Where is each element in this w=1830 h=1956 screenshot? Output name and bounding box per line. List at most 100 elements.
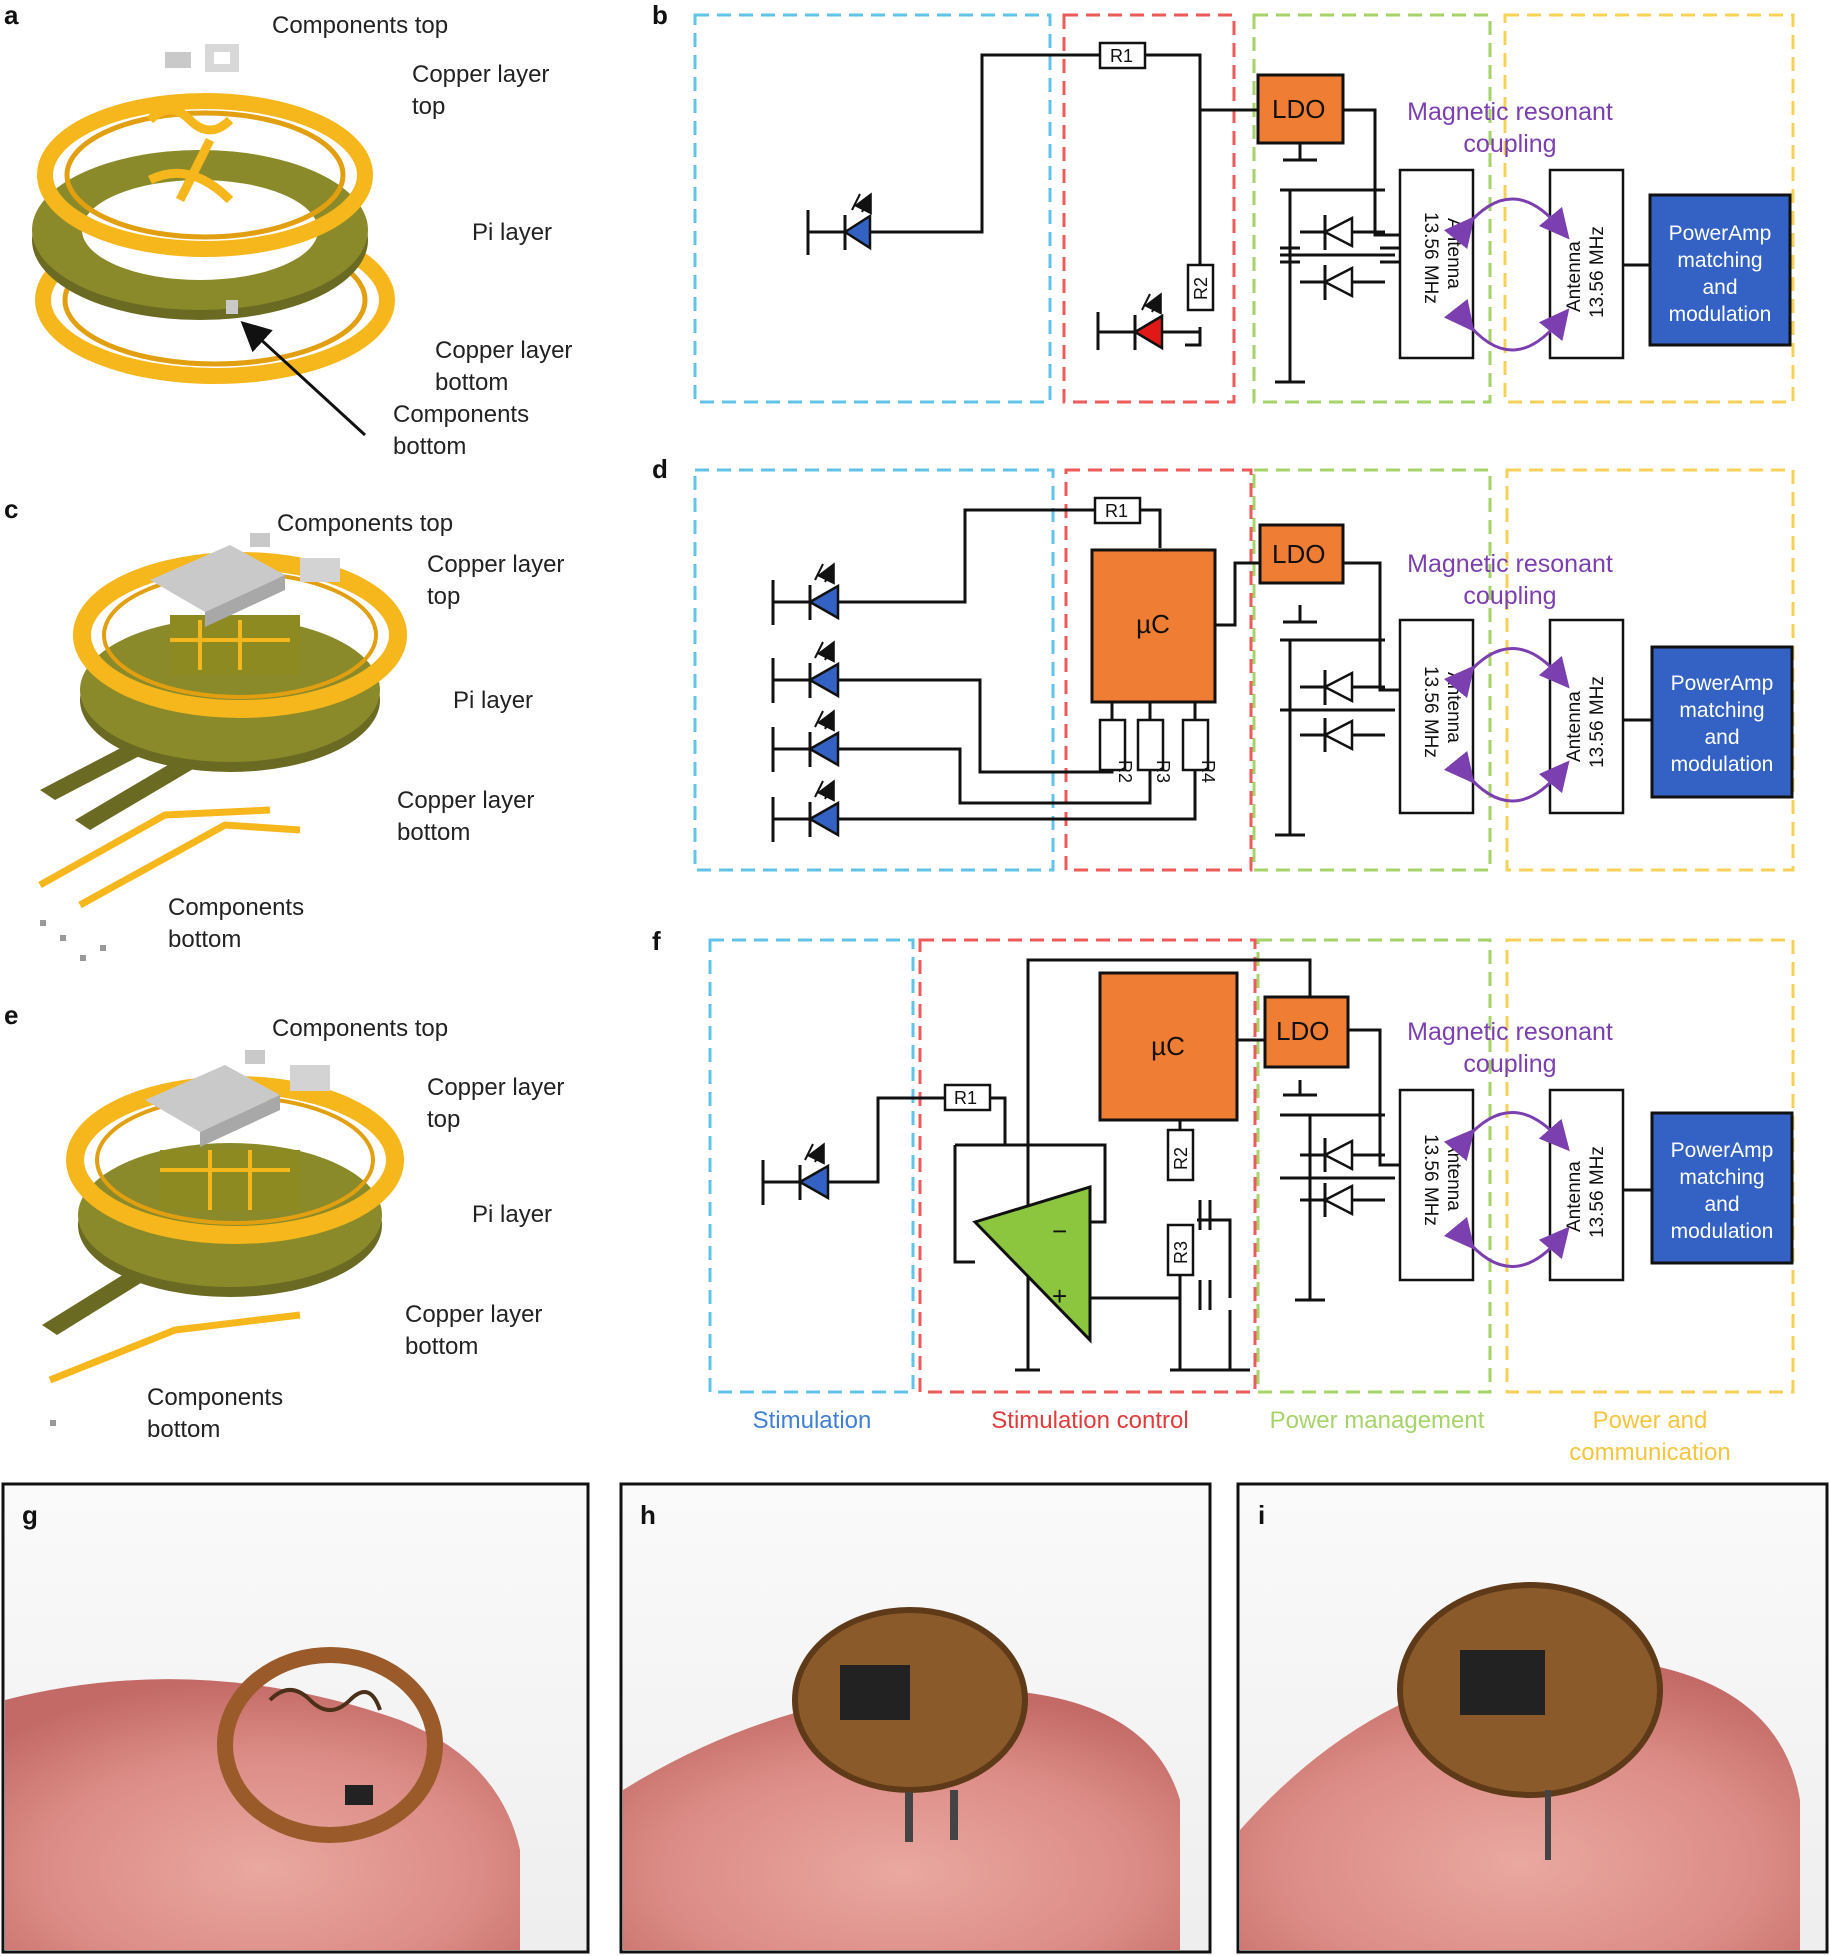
label-copper-bottom-2: bottom [435,369,508,396]
resistor-r2 [1166,1128,1195,1182]
label-components-bottom-2: bottom [168,926,241,953]
transistors [1198,1200,1212,1310]
rectifier [1280,670,1395,752]
region-power-management [1256,938,1492,1394]
ldo-label: LDO [1276,1016,1329,1046]
coupling-arrow-bottom [1443,298,1570,352]
resistor-r3 [1136,718,1165,772]
ldo-label: LDO [1272,94,1325,124]
antenna-label: Antenna [1564,241,1585,312]
region-stimulation-control [1062,13,1236,404]
poweramp-box [1650,645,1794,799]
resistor-r1 [1098,41,1147,70]
wire [1178,1038,1265,1130]
poweramp-line-2: matching [1679,699,1764,722]
resistor-r4 [1181,718,1210,772]
wire [862,53,1258,347]
led-blue [806,194,870,255]
coupling-arrow-top [1443,1111,1570,1162]
wire [828,958,1312,1372]
label-components-bottom-1: Components [168,894,304,921]
caption-stimulation: Stimulation [753,1407,872,1434]
coupling-label-2: coupling [1463,1050,1556,1078]
led-red [1096,294,1200,351]
panel-letter-h: h [640,1500,656,1530]
device-ring-g [217,1647,443,1843]
panel-letter-g: g [22,1500,38,1530]
label-copper-top-1: Copper layer [427,1074,564,1101]
microcontroller-label: µC [1151,1031,1185,1061]
wire [1275,108,1400,384]
microcontroller-box [1098,971,1239,1122]
poweramp-box [1650,1111,1794,1265]
poweramp-line-2: matching [1679,1166,1764,1189]
fingertip [623,1689,1180,1950]
label-pi-layer: Pi layer [472,219,552,246]
panel-letter-e: e [4,1000,18,1030]
panel-b: b R1 R2 LDO Antenna 13.56 MHz Antenna [652,0,1795,404]
panel-g: g [1,1482,590,1954]
panel-a: a Components top Copper layer top Pi lay… [4,0,572,460]
label-components-top: Components top [272,1015,448,1042]
exploded-device-a [32,44,395,437]
coupling-label-1: Magnetic resonant [1407,1018,1613,1046]
resistor-r1 [943,1083,992,1112]
antenna-label: Antenna [1564,1161,1585,1232]
label-components-bottom-1: Components [147,1384,283,1411]
coupling-arrow-top [1443,647,1570,699]
label-copper-bottom-1: Copper layer [435,337,572,364]
resistor-r4-label: R4 [1198,760,1218,783]
poweramp-line-3: and [1704,1193,1739,1216]
label-components-bottom-2: bottom [393,433,466,460]
poweramp-line-4: modulation [1671,1220,1774,1243]
coupling-label-2: coupling [1463,130,1556,158]
coupling-arrow-top [1443,197,1570,250]
op-amp-minus: − [1052,1216,1067,1246]
ldo-box [1258,523,1345,585]
antenna-label: Antenna [1564,691,1585,762]
wire [1245,1028,1400,1302]
poweramp-line-4: modulation [1669,303,1772,326]
antenna-label: Antenna [1443,672,1464,743]
label-components-top: Components top [272,12,448,39]
caption-communication: communication [1569,1439,1730,1466]
poweramp-line-3: and [1702,276,1737,299]
rectifier [1280,1138,1395,1217]
panel-letter-i: i [1258,1500,1265,1530]
label-copper-bottom-2: bottom [405,1333,478,1360]
antenna-freq: 13.56 MHz [1587,1146,1608,1238]
panel-h: h [619,1482,1212,1954]
antenna-freq: 13.56 MHz [1587,676,1608,768]
region-stimulation [693,468,1055,872]
antenna-freq: 13.56 MHz [1420,1134,1441,1226]
coupling-arrow-bottom [1443,1216,1570,1268]
caption-power-and: Power and [1593,1407,1708,1434]
resistor-r1-label: R1 [1110,46,1133,66]
resistor-r1 [1093,496,1142,525]
label-pi-layer: Pi layer [453,687,533,714]
label-copper-top-2: top [427,583,460,610]
panel-d: d R1 µC R2 R3 R4 LDO Antenna 13.56 MHz A… [652,454,1795,872]
wire [838,508,1197,821]
panel-letter-a: a [4,0,19,30]
coupling-label-2: coupling [1463,582,1556,610]
resistor-r3-label: R3 [1153,760,1173,783]
panel-c: c Components top Copper layer top Pi lay… [4,494,564,961]
antenna-freq: 13.56 MHz [1420,212,1441,304]
antenna-label: Antenna [1443,218,1464,289]
region-power-management [1252,468,1492,872]
panel-i: i [1236,1482,1829,1954]
poweramp-line-1: PowerAmp [1671,672,1774,695]
led-blue [761,1144,828,1205]
label-copper-bottom-1: Copper layer [397,787,534,814]
panel-letter-b: b [652,0,668,30]
coupling-label-1: Magnetic resonant [1407,98,1613,126]
region-stimulation [708,938,915,1394]
poweramp-line-1: PowerAmp [1671,1139,1774,1162]
poweramp-line-4: modulation [1671,753,1774,776]
antenna-freq: 13.56 MHz [1587,226,1608,318]
antenna-freq: 13.56 MHz [1420,666,1441,758]
caption-stimulation-control: Stimulation control [991,1407,1188,1434]
label-copper-bottom-2: bottom [397,819,470,846]
region-stimulation-control [918,938,1257,1394]
